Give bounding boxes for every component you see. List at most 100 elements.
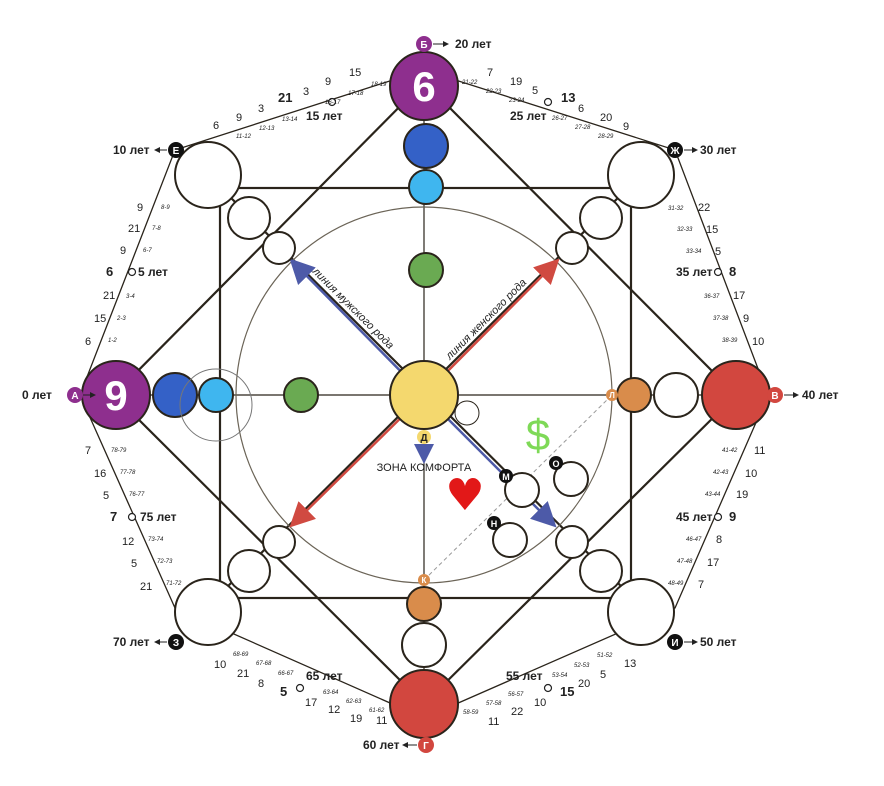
corner-zh-inner1 xyxy=(579,196,623,240)
seg-zhv-range: 37-38 xyxy=(713,316,729,322)
age-65: 65 лет xyxy=(306,669,343,683)
seg-bzh-range: 26-27 xyxy=(551,116,568,122)
age-15: 15 лет xyxy=(306,109,343,123)
age-10: 10 лет xyxy=(113,143,150,157)
age-70: 70 лет xyxy=(113,635,150,649)
seg-zhv-num: 17 xyxy=(733,290,745,302)
corner-e-inner2 xyxy=(262,231,296,265)
seg-vi-range: 47-48 xyxy=(677,559,693,565)
left-light-blue-ring xyxy=(179,368,253,442)
seg-vi-range: 48-49 xyxy=(668,581,684,587)
corner-i-inner2 xyxy=(555,525,589,559)
seg-gz-range: 61-62 xyxy=(369,708,385,714)
seg-za-num: 5 xyxy=(103,490,109,502)
right-white-circle xyxy=(653,372,699,418)
seg-zhv-range: 33-34 xyxy=(686,249,702,255)
seg-ig-num: 22 xyxy=(511,706,523,718)
seg-za-range: 76-77 xyxy=(129,492,145,498)
seg-ig-num: 20 xyxy=(578,678,590,690)
segment-b-zh: 7 19 5 6 20 9 21-22 22-23 23-24 26-27 27… xyxy=(461,67,629,140)
seg-gz-num: 11 xyxy=(376,715,387,727)
seg-ig-range: 56-57 xyxy=(508,692,524,698)
corner-z-circle xyxy=(174,578,242,646)
seg-bzh-num: 5 xyxy=(532,85,538,97)
seg-eb-num: 3 xyxy=(258,103,264,115)
age-arrows xyxy=(83,41,799,748)
age-20: 20 лет xyxy=(455,37,492,51)
milestone-45: 9 xyxy=(729,509,736,524)
seg-ae-range: 3-4 xyxy=(126,294,135,300)
segment-i-g: 13 5 20 10 22 11 51-52 52-53 53-54 56-57… xyxy=(463,653,636,728)
seg-ig-num: 11 xyxy=(488,716,499,728)
dashed-line-k-l xyxy=(423,394,613,581)
letter-z: З xyxy=(173,638,179,649)
age-30: 30 лет xyxy=(700,143,737,157)
milestone-55: 15 xyxy=(560,684,574,699)
corner-zh-circle xyxy=(607,141,675,209)
nodes xyxy=(81,51,771,739)
age-40: 40 лет xyxy=(802,388,839,402)
seg-eb-num: 15 xyxy=(349,67,361,79)
left-light-blue-circle xyxy=(198,377,234,413)
seg-za-range: 78-79 xyxy=(111,448,127,454)
letter-l: Л xyxy=(609,391,615,400)
seg-zhv-num: 10 xyxy=(752,336,764,348)
letter-d: Д xyxy=(420,433,427,444)
age-60: 60 лет xyxy=(363,738,400,752)
segment-v-i: 11 10 19 8 17 7 41-42 42-43 43-44 46-47 … xyxy=(668,445,765,591)
letter-o: О xyxy=(552,459,559,469)
bottom-orange-circle xyxy=(406,586,442,622)
seg-ae-range: 8-9 xyxy=(161,205,170,211)
seg-bzh-num: 20 xyxy=(600,112,612,124)
milestone-5: 6 xyxy=(106,264,113,279)
seg-gz-range: 66-67 xyxy=(278,671,294,677)
seg-vi-num: 10 xyxy=(745,468,757,480)
seg-gz-num: 19 xyxy=(350,713,362,725)
seg-ig-num: 10 xyxy=(534,697,546,709)
letter-markers: А Б В Г Д Е Ж З И К Л М Н О xyxy=(67,36,783,753)
seg-eb-range: 18-19 xyxy=(371,82,387,88)
seg-ae-range: 1-2 xyxy=(108,338,117,344)
seg-zhv-num: 22 xyxy=(698,202,710,214)
seg-vi-num: 17 xyxy=(707,557,719,569)
seg-eb-num: 9 xyxy=(236,112,242,124)
seg-zhv-range: 38-39 xyxy=(722,338,738,344)
corner-e-circle xyxy=(174,141,242,209)
letter-n: Н xyxy=(491,519,498,529)
money-circle-o xyxy=(553,461,589,497)
seg-ae-num: 9 xyxy=(137,202,143,214)
seg-ae-num: 21 xyxy=(103,290,115,302)
corner-e-inner1 xyxy=(227,196,271,240)
seg-zhv-num: 15 xyxy=(706,224,718,236)
age-45: 45 лет xyxy=(676,510,713,524)
seg-gz-range: 63-64 xyxy=(323,690,339,696)
corner-zh-inner2 xyxy=(555,231,589,265)
letter-v: В xyxy=(771,391,778,402)
seg-eb-num: 3 xyxy=(303,86,309,98)
seg-za-range: 77-78 xyxy=(120,470,136,476)
seg-ig-range: 51-52 xyxy=(597,653,613,659)
heart-icon: ♥ xyxy=(445,470,484,521)
letter-b: Б xyxy=(420,40,427,51)
seg-ae-range: 2-3 xyxy=(116,316,126,322)
segment-a-e: 6 15 21 9 21 9 1-2 2-3 3-4 6-7 7-8 8-9 xyxy=(85,202,170,348)
seg-eb-range: 11-12 xyxy=(236,134,252,140)
segment-z-a: 21 5 12 5 16 7 71-72 72-73 73-74 76-77 7… xyxy=(85,445,182,593)
milestones: 6 21 13 8 9 15 5 7 xyxy=(106,90,736,699)
seg-eb-num: 9 xyxy=(325,76,331,88)
seg-gz-num: 8 xyxy=(258,678,264,690)
seg-bzh-num: 7 xyxy=(487,67,493,79)
left-dark-blue-circle xyxy=(152,372,198,418)
seg-ig-range: 53-54 xyxy=(552,673,568,679)
seg-ae-range: 7-8 xyxy=(152,226,161,232)
top-dark-blue-circle xyxy=(403,123,449,169)
letter-g: Г xyxy=(423,741,429,752)
seg-zhv-num: 5 xyxy=(715,246,721,258)
letter-e: Е xyxy=(173,146,180,157)
segment-zh-v: 22 15 5 17 9 10 31-32 32-33 33-34 36-37 … xyxy=(668,202,764,348)
seg-za-range: 71-72 xyxy=(166,581,182,587)
seg-vi-range: 46-47 xyxy=(686,537,702,543)
top-green-circle xyxy=(408,252,444,288)
seg-gz-range: 62-63 xyxy=(346,699,362,705)
